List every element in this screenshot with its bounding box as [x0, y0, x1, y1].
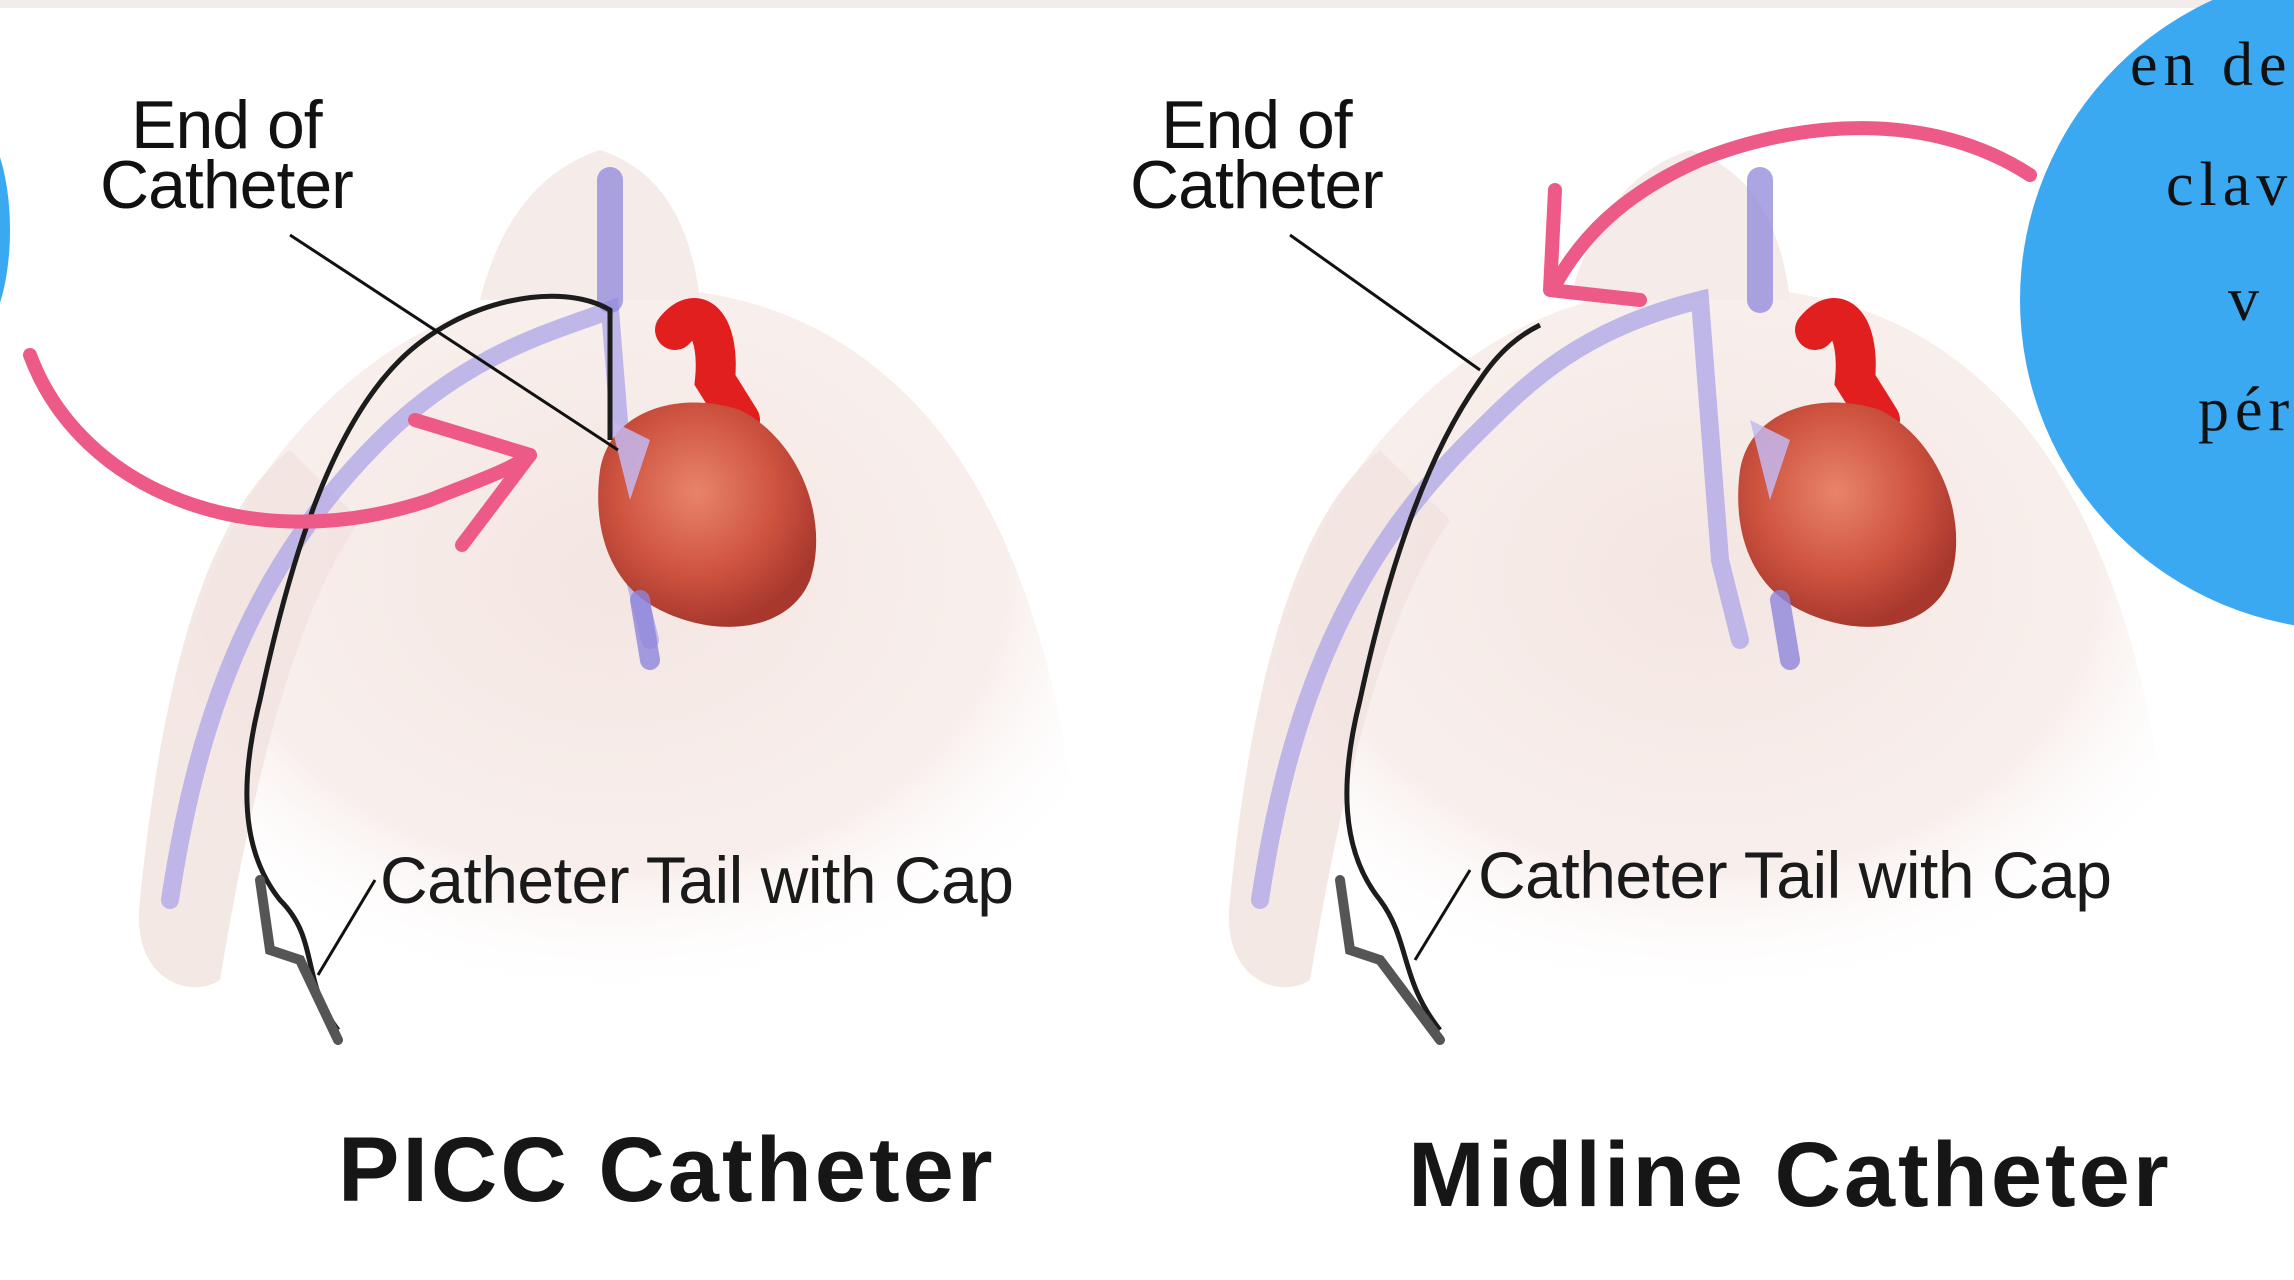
- callout-line-2: clav: [2166, 150, 2293, 221]
- callout-line-4: pér: [2198, 375, 2294, 446]
- left-ivc: [640, 600, 650, 660]
- left-callout-bubble: [0, 120, 10, 340]
- callout-line-1: en de: [2130, 30, 2293, 101]
- left-tail-label: Catheter Tail with Cap: [380, 845, 1013, 915]
- left-neck: [480, 150, 700, 300]
- left-title: PICC Catheter: [338, 1120, 996, 1220]
- top-border: [0, 0, 2294, 8]
- right-title: Midline Catheter: [1408, 1125, 2172, 1225]
- callout-line-3: v: [2228, 265, 2265, 336]
- right-ivc: [1780, 600, 1790, 660]
- right-tail-label: Catheter Tail with Cap: [1478, 840, 2111, 910]
- right-end-leader: [1290, 235, 1480, 370]
